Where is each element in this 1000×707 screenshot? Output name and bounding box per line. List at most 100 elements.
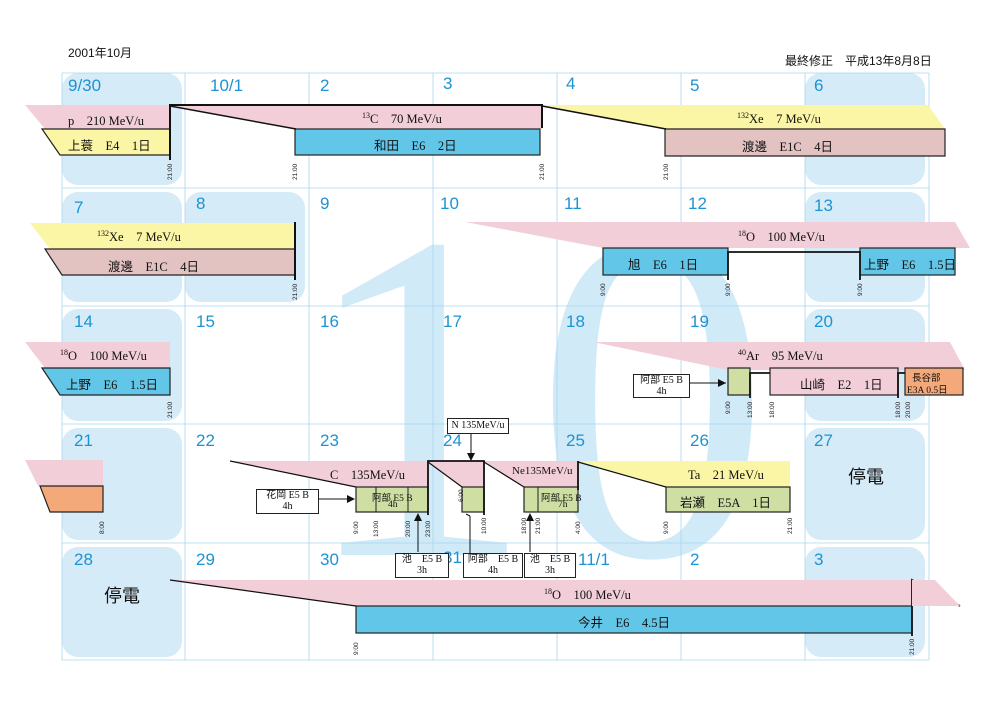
- beam-o18-1: [465, 222, 970, 248]
- time-label: 21:00: [167, 163, 174, 180]
- time-label: 21:00: [663, 163, 670, 180]
- beam-ar: [593, 342, 965, 370]
- time-label: 18:00: [895, 401, 902, 418]
- time-label: 21:00: [535, 517, 542, 534]
- time-label: 18:00: [521, 517, 528, 534]
- time-label: 13:00: [373, 520, 380, 537]
- time-label: 9:00: [725, 401, 732, 414]
- day-number: 7: [74, 198, 84, 217]
- day-number: 27: [814, 431, 833, 450]
- beam-row4-left: [25, 460, 103, 486]
- day-number: 20: [814, 312, 833, 331]
- day-number: 2: [320, 76, 330, 95]
- day-number: 19: [690, 312, 709, 331]
- day-number: 10: [440, 194, 459, 213]
- experiment-label: 阿部 E5 B: [372, 494, 413, 504]
- beam-ne135: [484, 461, 578, 487]
- time-label: 23:00: [425, 520, 432, 537]
- time-label: 21:00: [787, 517, 794, 534]
- time-label: 8:00: [99, 521, 106, 534]
- time-label: 20:00: [405, 520, 412, 537]
- outage-label: 停電: [104, 586, 140, 606]
- beam-label: 40Ar 95 MeV/u: [738, 347, 823, 363]
- experiment-label: 阿部 E5 B: [541, 494, 582, 504]
- day-number: 23: [320, 431, 339, 450]
- block-imai: [355, 605, 913, 634]
- day-number: 10/1: [210, 76, 244, 95]
- beam-xe-1: [542, 105, 945, 129]
- time-label: 20:00: [905, 401, 912, 418]
- day-number: 25: [566, 431, 585, 450]
- beam-label: 18O 100 MeV/u: [60, 347, 147, 363]
- day-number: 22: [196, 431, 215, 450]
- day-number: 12: [688, 194, 707, 213]
- month-title: 2001年10月: [68, 46, 133, 60]
- experiment-label: 岩瀬 E5A 1日: [680, 496, 771, 510]
- beam-label: 13C 70 MeV/u: [362, 110, 442, 126]
- day-number: 11: [564, 194, 582, 213]
- time-label: 9:00: [353, 521, 360, 534]
- block-watanabe-1: [664, 128, 946, 157]
- day-number: 21: [74, 431, 93, 450]
- experiment-label: 上野 E6 1.5日: [66, 378, 159, 392]
- beam-xe-2: [30, 223, 295, 249]
- day-number: 3: [814, 550, 824, 569]
- time-label: 21:00: [909, 638, 916, 655]
- day-number: 29: [196, 550, 215, 569]
- time-label: 21:00: [292, 283, 299, 300]
- block-yamazaki: [769, 367, 899, 396]
- note-box: N 135MeV/u: [447, 418, 509, 434]
- time-label: 9:00: [725, 283, 732, 296]
- experiment-label: 渡邊 E1C 4日: [108, 260, 199, 274]
- beam-c135: [230, 461, 428, 487]
- beam-o18-2: [25, 342, 170, 368]
- time-label: 21:00: [292, 163, 299, 180]
- time-label: 21:00: [167, 401, 174, 418]
- beam-label: Ta 21 MeV/u: [688, 468, 764, 482]
- time-label: 10:00: [481, 517, 488, 534]
- beam-label: 18O 100 MeV/u: [738, 228, 825, 244]
- outage-label: 停電: [848, 467, 884, 487]
- day-number: 9: [320, 194, 330, 213]
- day-number: 17: [443, 312, 462, 331]
- experiment-label: 7h: [558, 500, 568, 510]
- time-label: 21:00: [539, 163, 546, 180]
- beam-p210: [25, 105, 170, 129]
- day-number: 26: [690, 431, 709, 450]
- experiment-label: 山崎 E2 1日: [800, 378, 883, 392]
- experiment-label: E3A 0.5日: [907, 386, 948, 396]
- time-label: 13:00: [747, 401, 754, 418]
- last-revised: 最終修正 平成13年8月8日: [785, 54, 932, 68]
- beam-o18-3: [170, 580, 912, 606]
- day-number: 28: [74, 550, 93, 569]
- experiment-label: 渡邊 E1C 4日: [742, 140, 833, 154]
- time-label: 9:00: [600, 283, 607, 296]
- day-number: 15: [196, 312, 215, 331]
- block-wada: [294, 128, 541, 156]
- block-abe-7h: [523, 486, 579, 513]
- time-label: 9:00: [663, 521, 670, 534]
- block-ueno-2: [40, 367, 171, 396]
- beam-label: 18O 100 MeV/u: [544, 586, 631, 602]
- time-label: 18:00: [769, 401, 776, 418]
- beam-label: Ne135MeV/u: [512, 465, 573, 477]
- experiment-label: 上蓑 E4 1日: [68, 139, 151, 153]
- day-number: 16: [320, 312, 339, 331]
- experiment-label: 4h: [388, 500, 398, 510]
- beam-label: 132Xe 7 MeV/u: [737, 110, 821, 126]
- day-number: 24: [443, 431, 462, 450]
- day-number: 13: [814, 196, 833, 215]
- day-number: 9/30: [68, 76, 102, 95]
- day-number: 14: [74, 312, 93, 331]
- day-number: 18: [566, 312, 585, 331]
- beam-label: 132Xe 7 MeV/u: [97, 228, 181, 244]
- time-label: 9:00: [857, 283, 864, 296]
- beam-n135: [428, 461, 484, 487]
- experiment-label: 上野 E6 1.5日: [864, 258, 957, 272]
- experiment-label: 長谷部: [912, 374, 941, 384]
